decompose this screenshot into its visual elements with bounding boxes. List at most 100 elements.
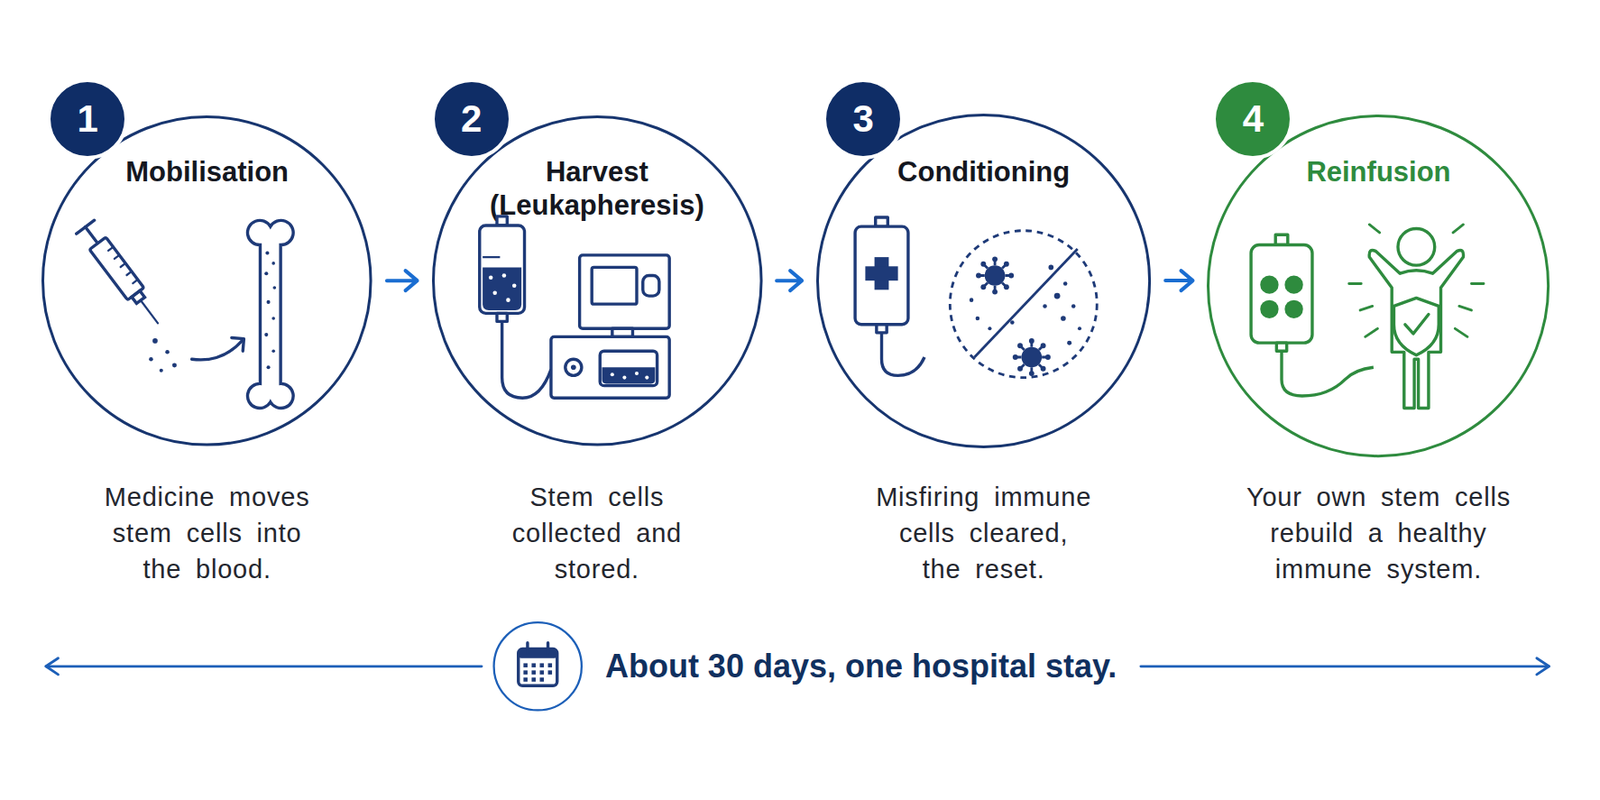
step-title: Reinfusion: [1260, 155, 1496, 189]
fluid-dots: [488, 273, 517, 303]
dot: [264, 332, 268, 337]
marrow-dots: [264, 251, 276, 370]
dot: [266, 300, 271, 304]
calendar-days: [523, 662, 552, 681]
dot: [505, 297, 511, 303]
day: [548, 670, 553, 675]
day: [531, 677, 536, 682]
machine-window: [599, 350, 657, 386]
duration-label: About 30 days, one hospital stay.: [605, 643, 1117, 690]
step-number: 3: [824, 80, 902, 158]
syringe-icon: [76, 220, 167, 331]
step-circle: ReinfusionYour own stem cells rebuild a …: [1206, 114, 1550, 458]
machine-knob: [643, 275, 660, 296]
step-number: 2: [432, 80, 511, 158]
step-description-column: Medicine moves stem cells into the blood…: [99, 478, 316, 588]
dot: [502, 273, 507, 278]
medicine-dots: [148, 338, 177, 373]
day: [539, 662, 544, 668]
apheresis-machine: [551, 255, 670, 398]
dot: [152, 338, 158, 344]
syringe-rod: [85, 227, 99, 244]
timeline-head: [1536, 658, 1550, 675]
dot: [969, 297, 975, 303]
bag-outlet: [496, 312, 507, 322]
calendar-header: [518, 649, 558, 659]
dot: [271, 316, 276, 321]
dot: [1060, 315, 1067, 322]
bag-body: [1250, 245, 1313, 344]
badge-disc: [824, 80, 902, 158]
day: [531, 670, 536, 675]
bag-tab: [496, 216, 507, 226]
step-ring: [43, 116, 372, 445]
immune-cell: [975, 256, 1014, 295]
badge-disc: [48, 80, 127, 158]
machine-screen: [591, 266, 637, 304]
dot: [1066, 340, 1072, 346]
dot: [488, 275, 494, 280]
syringe-needle: [140, 300, 158, 323]
bag-fluid: [482, 266, 522, 311]
calendar-ring: [494, 622, 582, 710]
dot: [622, 376, 626, 380]
step-arrow: [386, 270, 418, 291]
dot: [492, 290, 497, 295]
day: [548, 662, 553, 668]
dot: [1071, 303, 1076, 309]
bag-mark: [482, 256, 500, 258]
calendar-rings: [527, 643, 549, 653]
dot: [148, 357, 154, 362]
step-title: Conditioning: [866, 155, 1102, 189]
dot: [1054, 293, 1061, 300]
machine-fluid: [602, 367, 656, 384]
machine-neck: [612, 328, 634, 337]
dot: [987, 326, 992, 331]
timeline-arrow: [45, 658, 1550, 675]
bag-body: [479, 225, 525, 313]
dot: [634, 371, 639, 376]
step-description: Medicine moves stem cells into the blood…: [99, 478, 316, 588]
step-description: Misfiring immune cells cleared, the rese…: [874, 478, 1094, 588]
dot: [271, 261, 276, 266]
immune-cell: [1012, 338, 1051, 377]
dot: [975, 316, 981, 322]
syringe-plunger: [76, 220, 95, 234]
shield: [1393, 297, 1439, 355]
bag-tab: [1275, 234, 1288, 245]
flow-arrow-head: [231, 337, 245, 351]
dot: [265, 251, 269, 256]
syringe-hub: [131, 290, 145, 304]
stem-cell-bag-icon: [1250, 234, 1374, 396]
healthy-person-icon: [1349, 224, 1484, 409]
bone-icon: [247, 220, 294, 408]
step-number: 4: [1213, 80, 1292, 158]
calendar-body: [518, 649, 558, 687]
timeline-head: [45, 658, 59, 675]
machine-fluid-dots: [610, 371, 650, 380]
dot: [1077, 326, 1082, 331]
step-circle: ConditioningMisfiring immune cells clear…: [816, 113, 1151, 449]
step-badge: 3: [824, 80, 902, 158]
step-badge: 1: [48, 80, 127, 158]
machine-dial-centre: [570, 364, 577, 370]
step-number: 1: [48, 80, 127, 158]
bag-body: [855, 226, 909, 325]
dot: [1042, 303, 1048, 309]
calendar-icon: [518, 643, 558, 687]
person-body: [1369, 249, 1463, 408]
glow-rays: [1349, 224, 1484, 337]
dot: [172, 363, 177, 368]
stem-cell: [1259, 275, 1279, 294]
syringe-barrel: [89, 237, 144, 301]
dot: [264, 271, 268, 276]
dot: [512, 284, 517, 289]
stem-cell: [1284, 275, 1303, 294]
dot: [1010, 320, 1015, 325]
stem-cell: [1259, 300, 1279, 319]
blood-bag-icon: [479, 216, 552, 398]
step-circle: Harvest (Leukapheresis)Stem cells collec…: [432, 115, 764, 447]
clearing-slash: [974, 248, 1077, 358]
